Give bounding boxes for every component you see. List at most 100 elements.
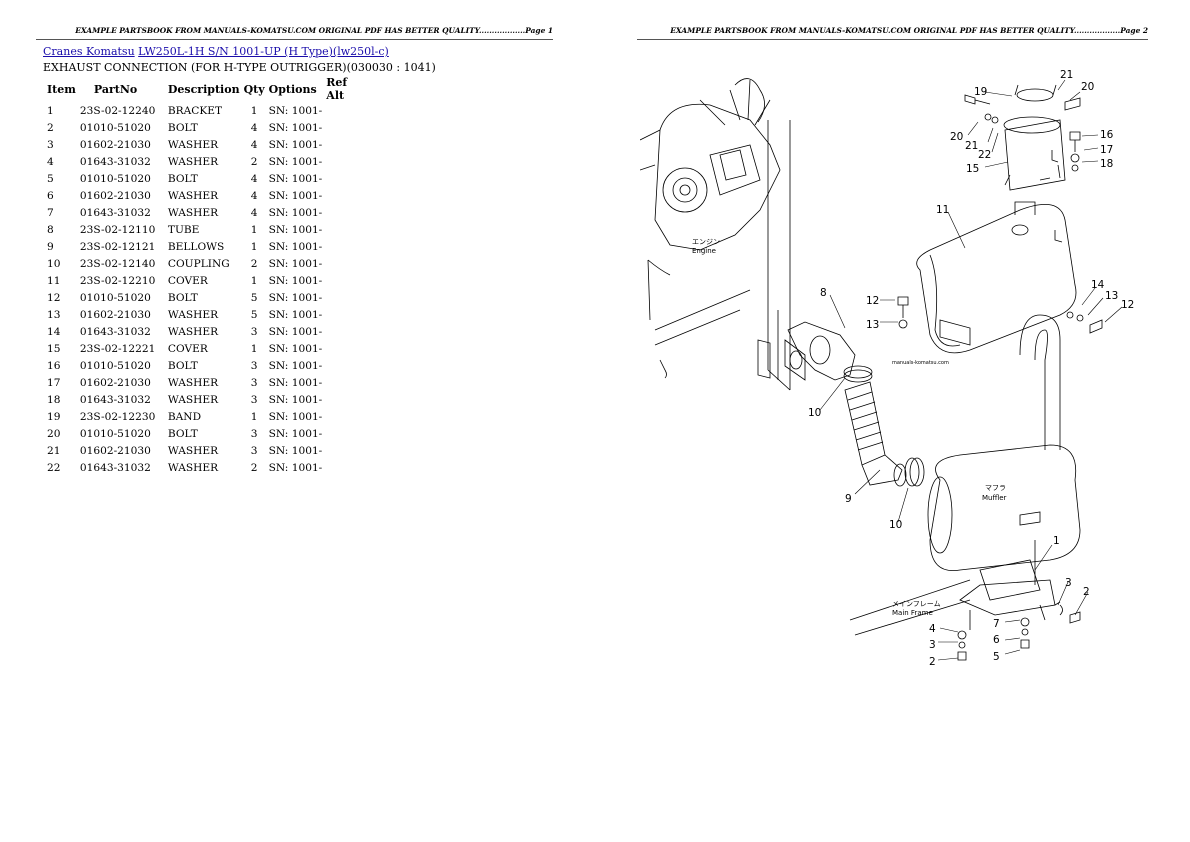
callout-11: 11: [936, 204, 949, 216]
exhaust-pipe: [1019, 314, 1061, 450]
cell-description: WASHER: [167, 206, 219, 219]
callout-17: 17: [1100, 144, 1113, 156]
cell-item: 1: [47, 104, 54, 117]
cell-partno: 01010-51020: [79, 291, 151, 304]
cell-qty: 1: [250, 410, 258, 423]
cell-item: 16: [47, 359, 61, 372]
cell-ref-alt: [324, 374, 368, 391]
cell-qty: 1: [250, 342, 258, 355]
part-10-coupling-upper: [843, 365, 873, 383]
cell-partno: 01602-21030: [79, 138, 151, 151]
cell-ref-alt: [324, 170, 368, 187]
exploded-parts-diagram: エンジン Engine マフラ Muffler メインフレーム Main Fra…: [640, 69, 1134, 668]
cell-ref-alt: [324, 153, 368, 170]
cell-description: WASHER: [167, 189, 219, 202]
breadcrumb-link-cranes[interactable]: Cranes Komatsu: [43, 45, 135, 58]
engine-label: Engine: [692, 247, 716, 255]
cell-ref-alt: [324, 306, 368, 323]
cell-qty: 3: [250, 325, 258, 338]
cell-description: TUBE: [167, 223, 200, 236]
cell-options: SN: 1001-: [268, 257, 323, 270]
breadcrumb-link-model[interactable]: LW250L-1H S/N 1001-UP (H Type)(lw250l-c): [138, 45, 389, 58]
cell-partno: 01643-31032: [79, 325, 151, 338]
cell-partno: 23S-02-12121: [79, 240, 156, 253]
callout-14: 14: [1091, 279, 1105, 291]
cell-qty: 2: [250, 461, 258, 474]
cell-ref-alt: [324, 119, 368, 136]
cell-qty: 3: [250, 427, 258, 440]
callout-leaders: [819, 79, 1123, 661]
cell-partno: 01602-21030: [79, 376, 151, 389]
cell-options: SN: 1001-: [268, 359, 323, 372]
cell-qty: 4: [250, 121, 258, 134]
callout-9: 9: [845, 493, 852, 505]
muffler-label: Muffler: [982, 494, 1007, 502]
frame-label: Main Frame: [892, 609, 933, 617]
engine-drawing: [640, 78, 781, 379]
cell-qty: 3: [250, 359, 258, 372]
cell-options: SN: 1001-: [268, 291, 323, 304]
cell-options: SN: 1001-: [268, 325, 323, 338]
callout-12-right: 12: [1121, 299, 1134, 311]
cell-options: SN: 1001-: [268, 172, 323, 185]
column-header-partno: PartNo: [93, 82, 138, 96]
cell-options: SN: 1001-: [268, 155, 323, 168]
watermark-text: manuals-komatsu.com: [892, 360, 949, 366]
cell-item: 13: [47, 308, 61, 321]
cell-ref-alt: [324, 391, 368, 408]
cell-item: 8: [47, 223, 54, 236]
callout-3-left: 3: [929, 639, 936, 651]
cell-item: 14: [47, 325, 61, 338]
cell-description: WASHER: [167, 308, 219, 321]
cell-partno: 23S-02-12210: [79, 274, 156, 287]
column-header-item: Item: [47, 82, 76, 96]
muffler: [927, 444, 1081, 572]
cell-partno: 23S-02-12110: [79, 223, 156, 236]
cell-qty: 1: [250, 223, 258, 236]
callout-15: 15: [966, 163, 979, 175]
cell-options: SN: 1001-: [268, 206, 323, 219]
cell-partno: 01643-31032: [79, 155, 151, 168]
cell-partno: 23S-02-12140: [79, 257, 156, 270]
cell-item: 20: [47, 427, 61, 440]
callout-12-left: 12: [866, 295, 879, 307]
cell-ref-alt: [324, 102, 368, 119]
breadcrumb: Cranes Komatsu LW250L-1H S/N 1001-UP (H …: [43, 45, 389, 58]
cell-description: BOLT: [167, 172, 198, 185]
callout-13-left: 13: [866, 319, 879, 331]
callout-18: 18: [1100, 158, 1113, 170]
part-10-coupling-lower: [904, 457, 925, 487]
cell-options: SN: 1001-: [268, 308, 323, 321]
callout-21-left: 21: [965, 140, 978, 152]
callout-5: 5: [993, 651, 1000, 663]
cell-partno: 01010-51020: [79, 121, 151, 134]
cell-ref-alt: [324, 442, 368, 459]
cell-description: COVER: [167, 342, 208, 355]
column-header-qty: Qty: [243, 82, 265, 96]
cell-qty: 4: [250, 172, 258, 185]
cell-description: WASHER: [167, 138, 219, 151]
cell-item: 3: [47, 138, 54, 151]
radiator-panel: [757, 120, 791, 391]
cell-item: 6: [47, 189, 54, 202]
cell-qty: 1: [250, 104, 258, 117]
cell-options: SN: 1001-: [268, 121, 323, 134]
cell-options: SN: 1001-: [268, 138, 323, 151]
cell-item: 22: [47, 461, 61, 474]
cell-partno: 01602-21030: [79, 308, 151, 321]
callout-6: 6: [993, 634, 1000, 646]
cell-description: BAND: [167, 410, 202, 423]
cell-ref-alt: [324, 340, 368, 357]
column-header-description: Description: [167, 82, 240, 96]
